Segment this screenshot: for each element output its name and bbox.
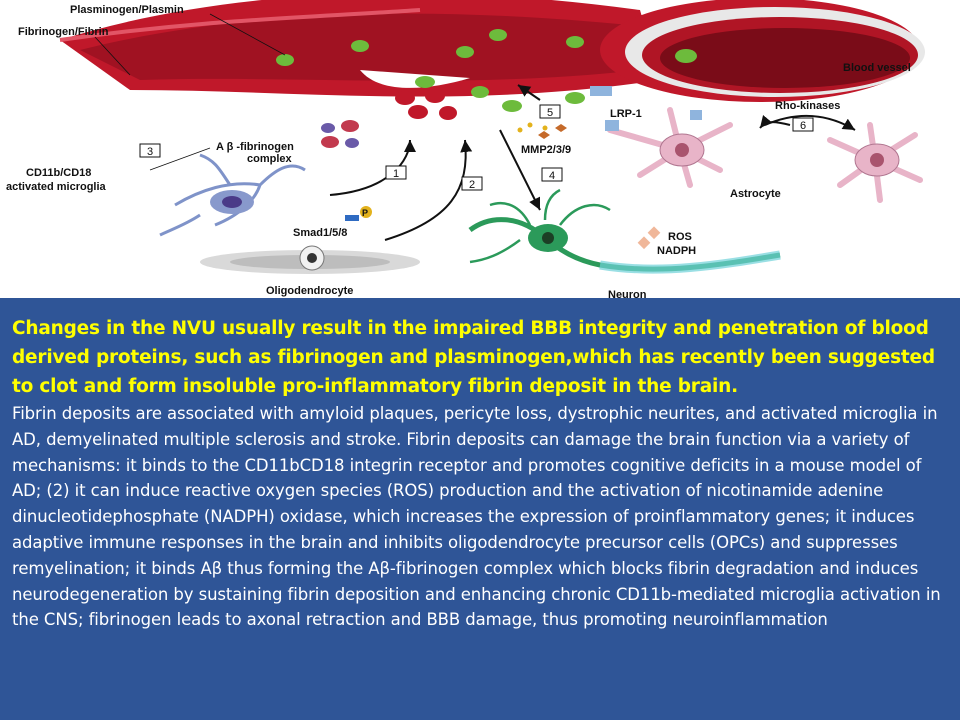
- fibrin-particles: [395, 89, 457, 120]
- label-oligodendrocyte: Oligodendrocyte: [266, 285, 353, 297]
- step-box-1: 1: [385, 165, 407, 180]
- label-nadph: NADPH: [657, 245, 696, 257]
- headline-text: Changes in the NVU usually result in the…: [12, 318, 935, 397]
- phospho-badge: [360, 206, 372, 218]
- step-box-5: 5: [539, 104, 561, 119]
- label-microglia-2: activated microglia: [6, 181, 107, 193]
- step-box-6: 6: [792, 117, 814, 132]
- oligodendrocyte-cell: [200, 245, 420, 274]
- svg-text:3: 3: [147, 146, 153, 158]
- step-box-2: 2: [461, 176, 483, 191]
- plasminogen-particles: [276, 29, 697, 112]
- label-abeta-complex-1: A β -fibrinogen: [216, 141, 294, 153]
- label-astrocyte: Astrocyte: [730, 188, 781, 200]
- label-lrp1: LRP-1: [610, 108, 642, 120]
- label-microglia-1: CD11b/CD18: [26, 167, 91, 179]
- microglia-cell: [159, 153, 306, 237]
- label-smad: Smad1/5/8: [293, 227, 347, 239]
- pointer-microglia: [149, 147, 211, 171]
- label-plasminogen: Plasminogen/Plasmin: [70, 4, 286, 56]
- label-ros: ROS: [668, 231, 692, 243]
- label-blood-vessel: Blood vessel: [843, 62, 911, 74]
- neuron-cell: [468, 188, 781, 274]
- svg-text:6: 6: [800, 120, 806, 132]
- phospho-badge-label: P: [362, 208, 368, 218]
- nvu-diagram-svg: Plasminogen/Plasmin Fibrinogen/Fibrin Bl…: [6, 0, 925, 298]
- label-rho-kinases: Rho-kinases: [775, 100, 840, 112]
- svg-text:Fibrinogen/Fibrin: Fibrinogen/Fibrin: [18, 26, 109, 38]
- lrp1-receptor-2: [690, 110, 702, 120]
- blood-vessel: [59, 0, 925, 102]
- lrp1-receptor: [605, 120, 619, 131]
- pathway-arrows: [329, 84, 856, 241]
- label-fibrinogen: Fibrinogen/Fibrin: [18, 26, 131, 76]
- ros-marker: [647, 226, 661, 240]
- text-panel: Changes in the NVU usually result in the…: [0, 298, 960, 720]
- nvu-diagram: Plasminogen/Plasmin Fibrinogen/Fibrin Bl…: [0, 0, 960, 298]
- svg-text:5: 5: [547, 107, 553, 119]
- mmp-particles: [517, 122, 567, 139]
- svg-text:Plasminogen/Plasmin: Plasminogen/Plasmin: [70, 4, 184, 16]
- vessel-receptor: [590, 86, 612, 96]
- body-text: Fibrin deposits are associated with amyl…: [12, 404, 941, 630]
- label-mmp: MMP2/3/9: [521, 144, 571, 156]
- abeta-fibrinogen-particles: [321, 120, 359, 148]
- label-abeta-complex-2: complex: [247, 153, 293, 165]
- astrocyte-cell-right: [827, 122, 923, 203]
- label-neuron: Neuron: [608, 289, 647, 298]
- step-box-4: 4: [541, 167, 563, 182]
- svg-text:2: 2: [469, 179, 475, 191]
- svg-text:1: 1: [393, 168, 399, 180]
- astrocyte-cell-left: [607, 107, 733, 188]
- smad-receptor: [345, 215, 359, 221]
- nadph-marker: [637, 236, 651, 250]
- step-box-3: 3: [139, 143, 161, 158]
- svg-text:4: 4: [549, 170, 555, 182]
